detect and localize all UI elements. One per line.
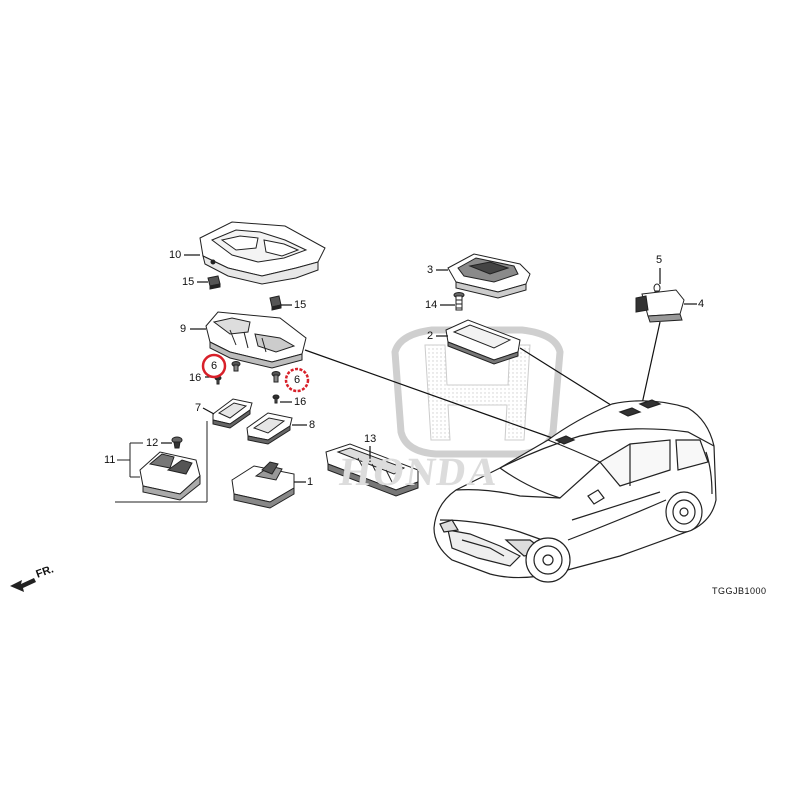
callout-1: 1: [307, 476, 314, 488]
part-6-screw-right[interactable]: [271, 371, 281, 383]
callout-12: 12: [146, 437, 159, 449]
highlight-circle-part-6-right: [284, 367, 310, 393]
callout-11: 11: [104, 454, 116, 466]
callout-6-right: 6: [294, 374, 301, 386]
highlight-circle-part-6-left: [201, 353, 227, 379]
part-10-console-cover[interactable]: [199, 221, 326, 285]
highlight-circles: [201, 353, 310, 393]
part-13-lamp-strip[interactable]: [325, 443, 419, 497]
honda-watermark-text: HONDA: [336, 449, 503, 494]
callout-15-left: 15: [182, 276, 195, 288]
part-14-bolt[interactable]: [453, 292, 465, 311]
callout-16-right: 16: [294, 396, 307, 408]
callout-9: 9: [180, 323, 187, 335]
callout-3: 3: [427, 264, 434, 276]
callout-10: 10: [169, 249, 182, 261]
honda-watermark-logo: [391, 326, 564, 458]
callout-16-left: 16: [189, 372, 202, 384]
front-direction-arrow: [10, 578, 36, 592]
part-1-lamp-assembly[interactable]: [231, 461, 295, 509]
separator-bracket: [115, 421, 208, 503]
callout-14: 14: [425, 299, 438, 311]
callout-4: 4: [698, 298, 705, 310]
part-4-lamp-housing[interactable]: [635, 289, 685, 323]
car-illustration: [433, 399, 717, 583]
leader-lines: [161, 254, 697, 483]
callout-13: 13: [364, 433, 377, 445]
callout-2: 2: [427, 330, 434, 342]
part-9-console-base[interactable]: [205, 311, 307, 369]
part-12-clip[interactable]: [171, 436, 183, 449]
part-15-clip-right[interactable]: [269, 295, 282, 311]
part-7-lamp-panel[interactable]: [212, 398, 253, 429]
part-15-clip-left[interactable]: [207, 275, 221, 290]
callout-7: 7: [195, 402, 202, 414]
diagram-code: TGGJB1000: [712, 586, 767, 596]
part-8-lamp-panel[interactable]: [246, 412, 293, 445]
callout-8: 8: [309, 419, 316, 431]
callout-15-right: 15: [294, 299, 307, 311]
part-16-screw-right[interactable]: [272, 394, 280, 404]
part-11-bracket: [117, 442, 143, 478]
part-11-map-lamp[interactable]: [139, 451, 201, 501]
part-2-lens[interactable]: [445, 319, 521, 365]
callout-5: 5: [656, 254, 663, 266]
callout-6-left: 6: [211, 360, 218, 372]
part-3-roof-lamp[interactable]: [447, 253, 531, 299]
part-6-screw-left[interactable]: [231, 361, 241, 372]
